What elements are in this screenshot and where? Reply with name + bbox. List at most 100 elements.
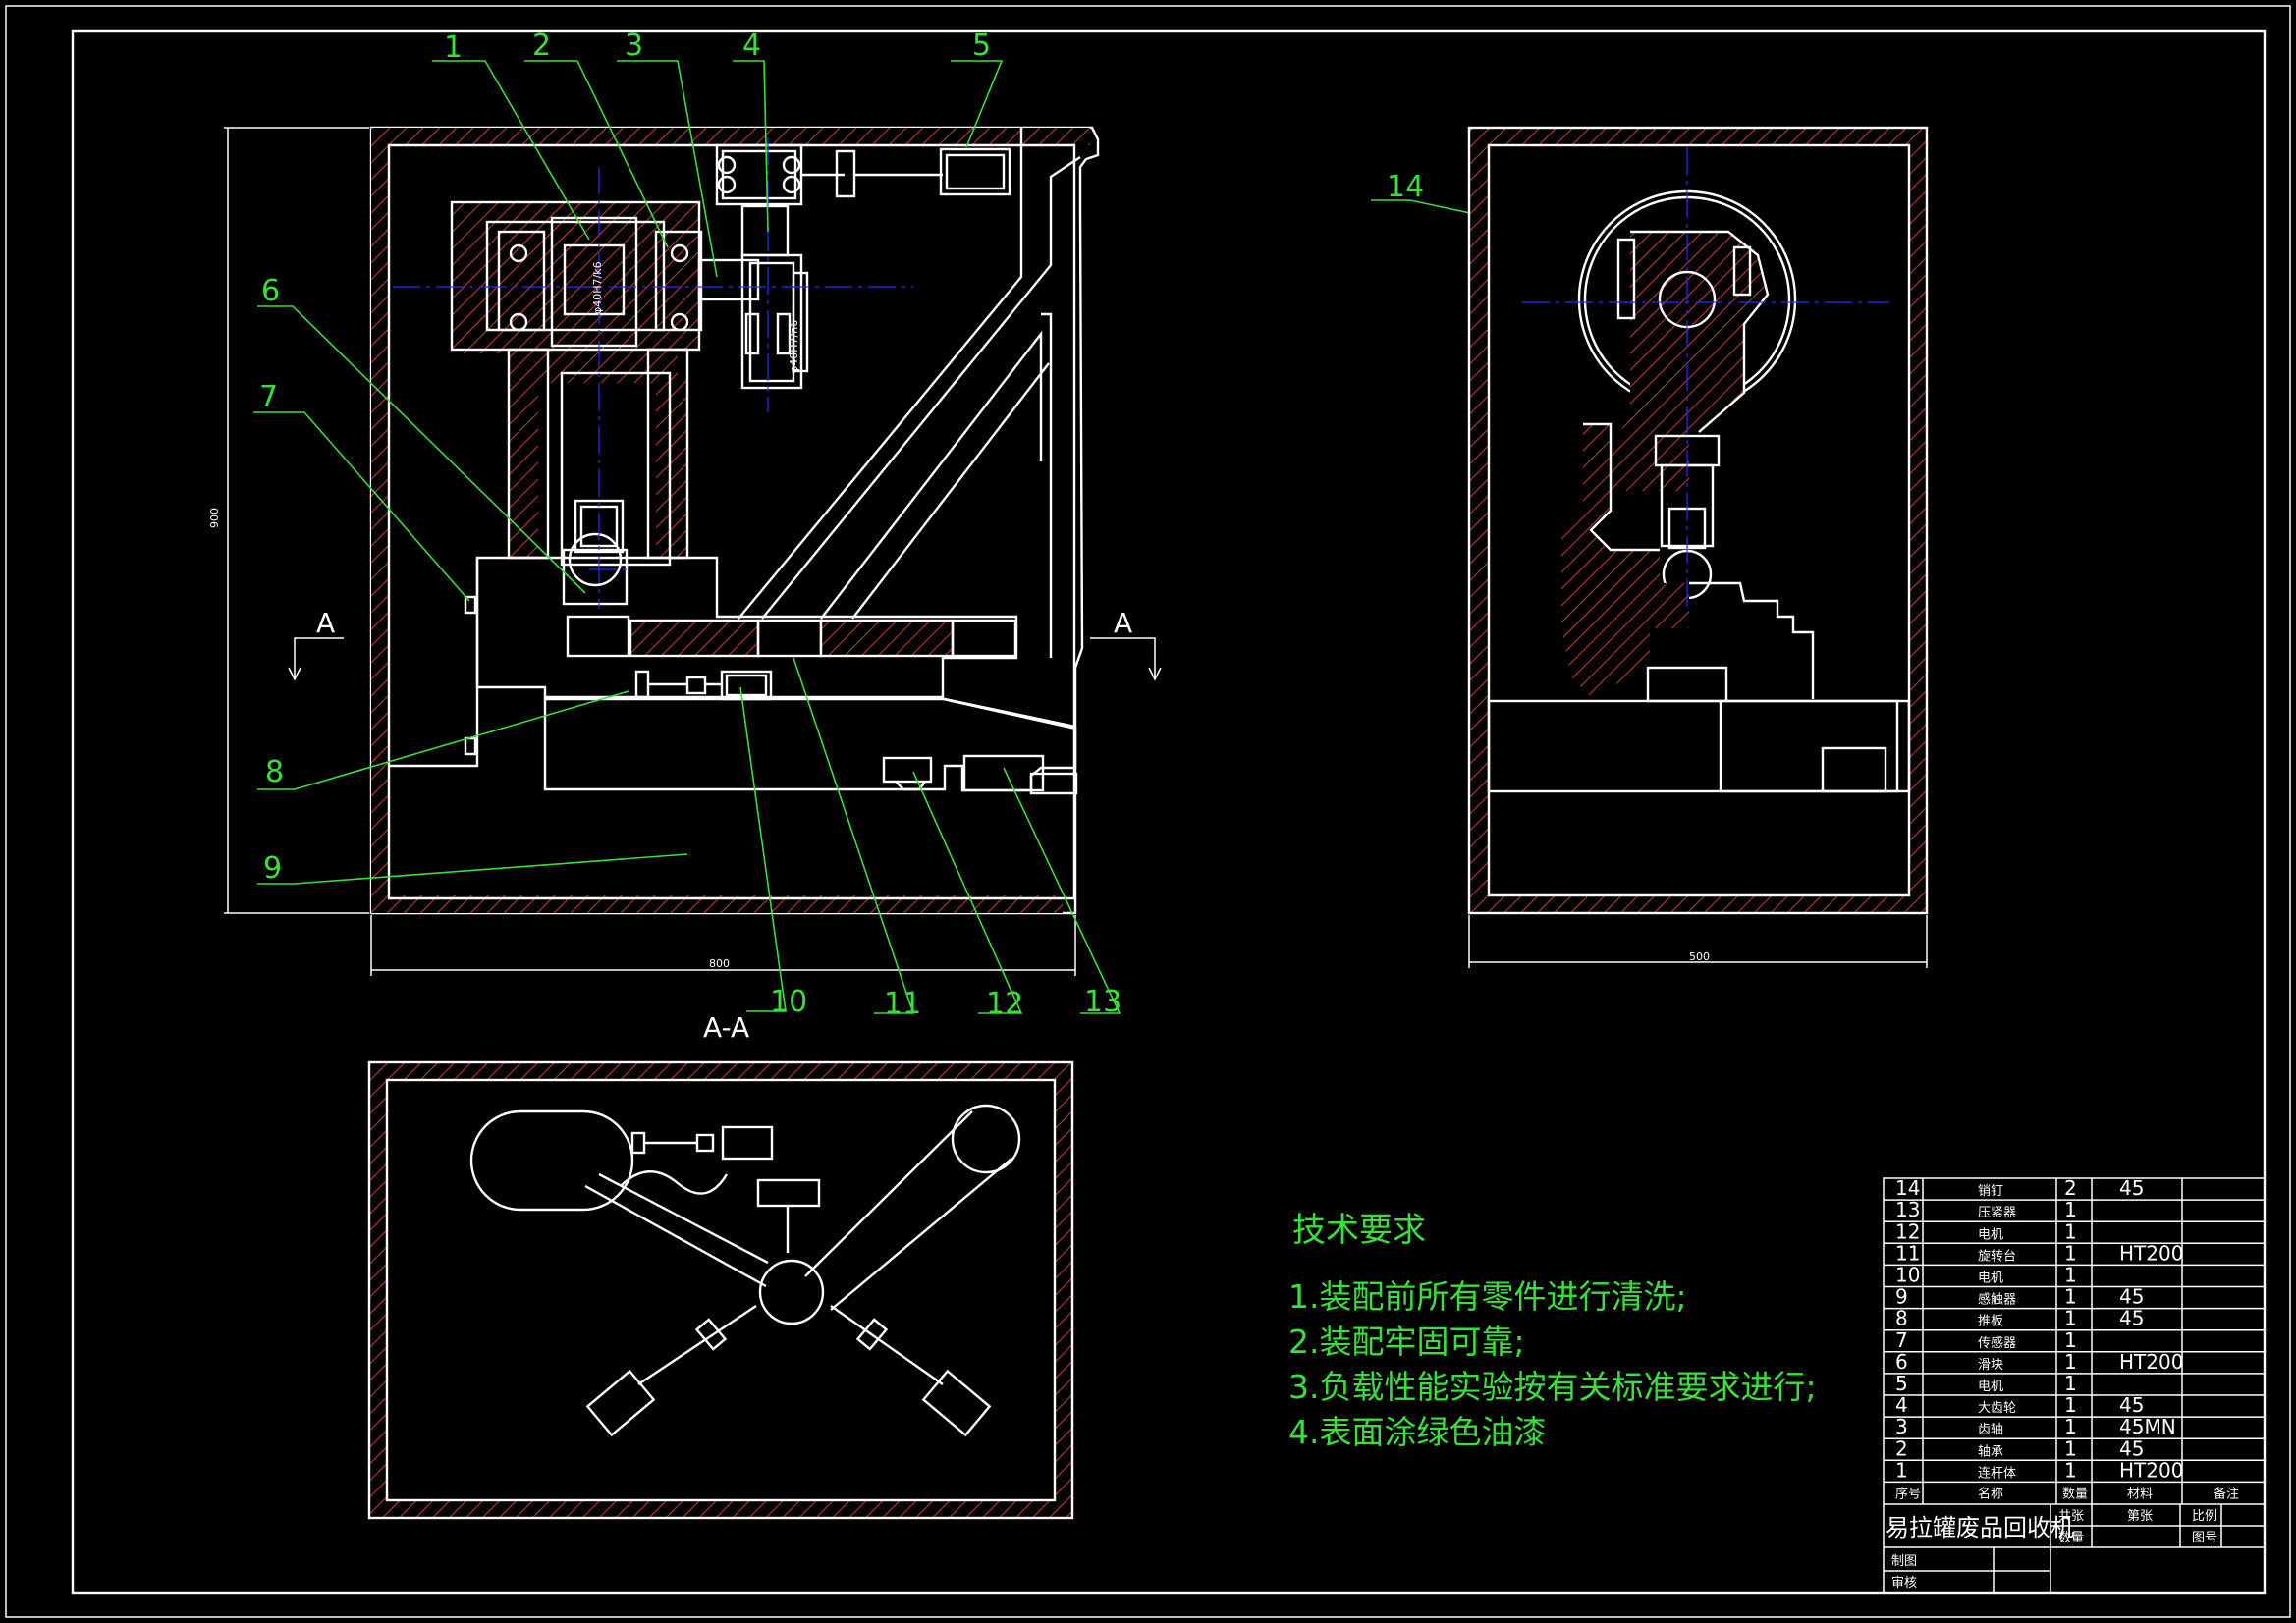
bom-no: 13 [1895, 1198, 1920, 1221]
meta-draw: 制图 [1891, 1554, 1917, 1569]
meta-check: 审核 [1891, 1576, 1917, 1591]
bom-material: 45 [2119, 1176, 2144, 1200]
bom-material: HT200 [2119, 1350, 2183, 1374]
section-title: A-A [703, 1011, 749, 1044]
bom-material: 45 [2119, 1285, 2144, 1309]
bom-name: 齿轴 [1978, 1423, 2003, 1437]
bom-material: HT200 [2119, 1241, 2183, 1265]
bom-qty: 1 [2064, 1436, 2077, 1460]
bom-no: 3 [1895, 1415, 1908, 1438]
bom-material: 45 [2119, 1393, 2144, 1417]
dim-width-side: 500 [1689, 950, 1710, 963]
bom-name: 滑块 [1978, 1358, 2003, 1373]
bom-name: 压紧器 [1978, 1206, 2016, 1220]
part-number-5: 5 [972, 28, 991, 63]
part-numbers: 1 2 3 4 5 6 7 8 9 10 11 12 13 14 [259, 28, 1424, 1021]
bom-no: 5 [1895, 1372, 1908, 1395]
bom-qty: 1 [2064, 1458, 2077, 1482]
meta-sheet: 第张 [2127, 1509, 2153, 1524]
bom-no: 12 [1895, 1219, 1920, 1243]
fit-note-1: φ40H7/k6 [591, 261, 604, 314]
leaders [253, 60, 1623, 1014]
tech-req-item-2: 2.装配牢固可靠; [1288, 1323, 1525, 1361]
meta-qty: 数量 [2058, 1531, 2084, 1545]
front-view: 900 800 φ40H7/k6 φ40H7/n6 A A A-A [208, 126, 1162, 1044]
bom-name: 轴承 [1978, 1444, 2003, 1459]
part-number-13: 13 [1084, 985, 1121, 1019]
section-mark-right: A [1114, 607, 1132, 639]
bom-qty: 1 [2064, 1372, 2077, 1395]
sheet-border-inner [71, 29, 2267, 1595]
bom-qty: 1 [2064, 1307, 2077, 1330]
bom-material: 45 [2119, 1307, 2144, 1330]
bom-header-no: 序号 [1895, 1488, 1921, 1502]
part-number-4: 4 [742, 28, 761, 63]
bom-material: 45 [2119, 1436, 2144, 1460]
bom-qty: 1 [2064, 1219, 2077, 1243]
side-view: 500 [1467, 126, 1929, 968]
bom-name: 旋转台 [1978, 1249, 2016, 1264]
bom-no: 14 [1895, 1176, 1920, 1200]
bom-name: 电机 [1978, 1227, 2003, 1242]
bom-header-name: 名称 [1978, 1487, 2003, 1502]
bom-no: 4 [1895, 1393, 1908, 1417]
bom-qty: 1 [2064, 1241, 2077, 1265]
bom-header-material: 材料 [2127, 1488, 2153, 1502]
tech-req-item-1: 1.装配前所有零件进行清洗; [1288, 1277, 1687, 1316]
bom-qty: 1 [2064, 1285, 2077, 1309]
bom-name: 大齿轮 [1978, 1401, 2016, 1416]
bom-qty: 1 [2064, 1350, 2077, 1374]
part-number-3: 3 [625, 28, 643, 63]
bom-name: 电机 [1978, 1380, 2003, 1394]
bom-no: 10 [1895, 1264, 1920, 1287]
bom-material: 45MN [2119, 1415, 2176, 1438]
bom-name: 传感器 [1978, 1335, 2016, 1351]
bom-no: 8 [1895, 1307, 1908, 1330]
bom-qty: 2 [2064, 1176, 2077, 1200]
bom-header-note: 备注 [2214, 1487, 2239, 1502]
bom-no: 11 [1895, 1241, 1920, 1265]
bom-qty: 1 [2064, 1415, 2077, 1438]
part-number-8: 8 [265, 755, 284, 789]
part-number-11: 11 [884, 987, 921, 1021]
bom-no: 7 [1895, 1328, 1908, 1352]
section-mark-left: A [316, 607, 335, 639]
bom-name: 感触器 [1978, 1292, 2016, 1308]
meta-scale: 比例 [2192, 1509, 2217, 1524]
section-view [367, 1060, 1074, 1520]
bom-qty: 1 [2064, 1328, 2077, 1352]
bom-name: 电机 [1978, 1271, 2003, 1286]
part-number-7: 7 [259, 380, 278, 414]
bom-name: 连杆体 [1978, 1465, 2016, 1481]
bom-header-qty: 数量 [2062, 1488, 2088, 1502]
technical-requirements: 技术要求 1.装配前所有零件进行清洗; 2.装配牢固可靠; 3.负载性能实验按有… [1288, 1211, 1817, 1451]
tech-req-item-3: 3.负载性能实验按有关标准要求进行; [1288, 1368, 1817, 1406]
bom-no: 1 [1895, 1458, 1908, 1482]
part-number-14: 14 [1387, 170, 1424, 204]
part-number-9: 9 [263, 851, 282, 886]
dim-width-front: 800 [709, 957, 730, 970]
sheet-border-outer [5, 5, 2291, 1618]
part-number-10: 10 [770, 985, 807, 1019]
part-number-2: 2 [532, 28, 551, 63]
meta-drawing-no: 图号 [2192, 1531, 2217, 1545]
tech-req-title: 技术要求 [1292, 1211, 1426, 1250]
drawing-title: 易拉罐废品回收机 [1886, 1514, 2074, 1542]
tech-req-item-4: 4.表面涂绿色油漆 [1288, 1413, 1547, 1451]
bom-name: 销钉 [1978, 1184, 2003, 1199]
dim-height-front: 900 [208, 508, 221, 528]
meta-sheets: 共张 [2058, 1509, 2084, 1524]
part-number-12: 12 [986, 987, 1023, 1021]
bom-material: HT200 [2119, 1458, 2183, 1482]
bom-qty: 1 [2064, 1264, 2077, 1287]
bom-no: 6 [1895, 1350, 1908, 1374]
bom-qty: 1 [2064, 1393, 2077, 1417]
bom-name: 推板 [1978, 1315, 2003, 1329]
part-number-1: 1 [444, 30, 463, 65]
bom-qty: 1 [2064, 1198, 2077, 1221]
fit-note-2: φ40H7/n6 [788, 320, 800, 373]
bom-no: 2 [1895, 1436, 1908, 1460]
part-number-6: 6 [261, 274, 280, 308]
